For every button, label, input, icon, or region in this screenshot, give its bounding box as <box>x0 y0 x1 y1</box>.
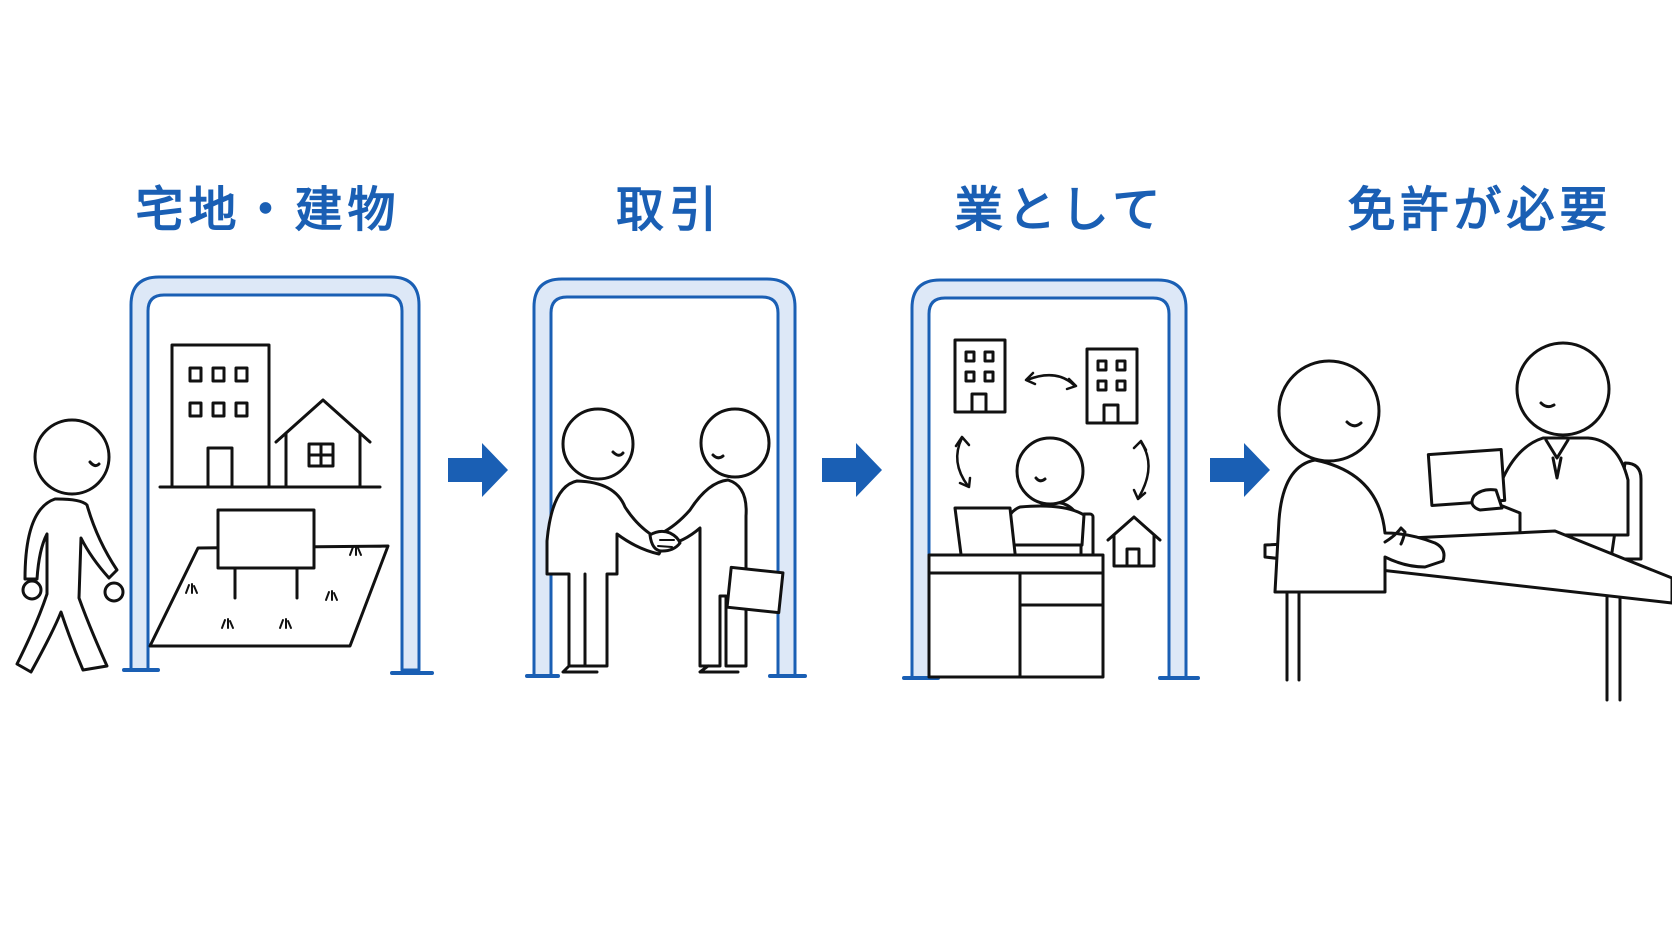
office-building-icon <box>170 343 271 489</box>
building-left-icon <box>953 338 1007 414</box>
walking-person-icon <box>15 418 125 674</box>
gate-2 <box>525 277 807 678</box>
customer-icon <box>1273 359 1446 594</box>
person-left-icon <box>545 407 667 674</box>
license-counter-scene <box>1263 341 1672 702</box>
step-title-as-business: 業として <box>954 182 1166 238</box>
building-right-icon <box>1085 347 1139 425</box>
arrow-right-icon <box>448 443 508 497</box>
step-title-land-buildings: 宅地・建物 <box>135 182 401 238</box>
small-house-icon <box>1106 515 1162 568</box>
gate-1 <box>122 275 434 675</box>
arrow-right-icon <box>1210 443 1270 497</box>
arrow-right-icon <box>822 443 882 497</box>
handshake-icon <box>648 529 682 553</box>
exchange-arrows-icon <box>954 371 1150 501</box>
step-title-license-required: 免許が必要 <box>1347 182 1613 238</box>
desk-worker-icon <box>927 436 1105 679</box>
vacant-lot-icon <box>148 508 390 648</box>
house-icon <box>274 398 372 489</box>
step-title-transaction: 取引 <box>615 182 723 238</box>
person-right-icon <box>658 407 785 674</box>
clerk-icon <box>1426 341 1643 561</box>
